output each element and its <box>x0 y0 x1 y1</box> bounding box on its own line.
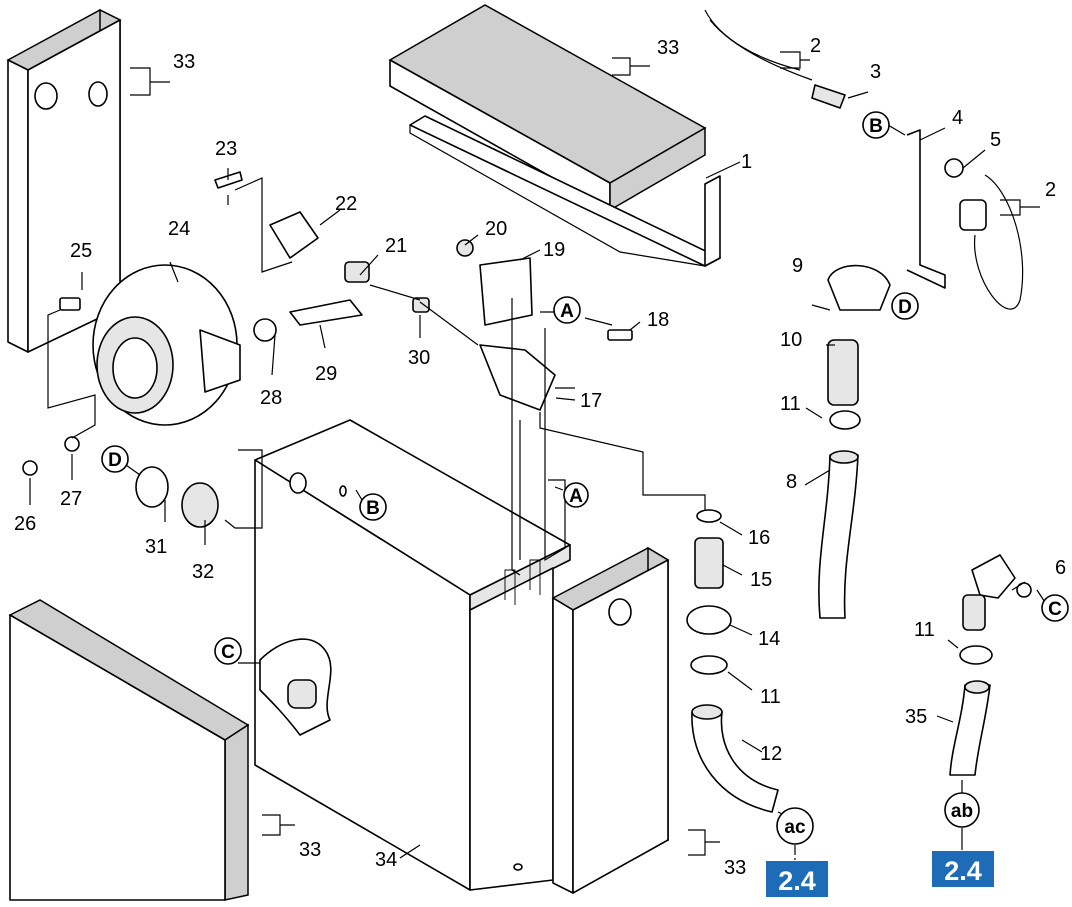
page-ref-right[interactable]: 2.4 <box>932 851 994 887</box>
marker-b-lower: B <box>359 493 387 521</box>
marker-c-right: C <box>1041 594 1069 622</box>
part-number: 21 <box>385 235 407 257</box>
insulation-panel-left-top <box>6 8 122 353</box>
marker-ac: ac <box>776 807 814 845</box>
part-number: 33 <box>173 51 195 73</box>
part-number: 12 <box>760 743 782 765</box>
svg-text:2.4: 2.4 <box>778 866 816 896</box>
marker-a-lower: A <box>563 482 589 508</box>
part-number: 4 <box>952 107 963 129</box>
part-number: 20 <box>485 218 507 240</box>
insulation-panel-front-left <box>8 599 332 901</box>
part-number: 6 <box>1055 557 1066 579</box>
mounting-bracket <box>409 115 721 267</box>
part-number: 10 <box>780 329 802 351</box>
part-number: 25 <box>70 240 92 262</box>
part-number: 26 <box>14 513 36 535</box>
svg-text:C: C <box>221 642 235 663</box>
part-number: 33 <box>657 37 679 59</box>
svg-text:ac: ac <box>784 817 806 838</box>
part-number: 15 <box>750 569 772 591</box>
part-number: 2 <box>810 35 821 57</box>
top-foam-block <box>388 4 707 212</box>
part-number: 3 <box>870 61 881 83</box>
part-number: 19 <box>543 239 565 261</box>
part-number: 17 <box>580 390 602 412</box>
part-number: 31 <box>145 536 167 558</box>
svg-text:B: B <box>366 498 380 519</box>
svg-text:D: D <box>898 297 912 318</box>
part-number: 16 <box>748 527 770 549</box>
small-parts-left <box>22 171 633 528</box>
part-number: 29 <box>315 363 337 385</box>
leader-lines <box>29 51 1051 860</box>
part-number: 27 <box>60 488 82 510</box>
marker-d-left: D <box>101 445 129 473</box>
part-number: 34 <box>375 849 397 871</box>
part-number: 8 <box>786 471 797 493</box>
insulation-panel-front-right <box>551 546 670 894</box>
part-number: 11 <box>780 393 801 415</box>
part-number: 11 <box>914 619 935 641</box>
part-number: 1 <box>741 151 752 173</box>
part-number: 11 <box>760 686 781 708</box>
part-number: 24 <box>168 218 190 240</box>
marker-d-upper: D <box>891 292 919 320</box>
part-number: 32 <box>192 561 214 583</box>
connection-markers: A A B B C C D D <box>101 111 1069 845</box>
part-number: 23 <box>215 138 237 160</box>
plumbing-right <box>686 9 1032 813</box>
marker-a-upper: A <box>553 296 581 324</box>
tank <box>254 419 571 891</box>
svg-text:2.4: 2.4 <box>944 856 982 886</box>
marker-c-left: C <box>214 637 242 665</box>
part-number: 2 <box>1045 179 1056 201</box>
svg-text:D: D <box>108 450 122 471</box>
part-number: 30 <box>408 347 430 369</box>
svg-text:A: A <box>569 486 583 507</box>
part-number: 14 <box>758 628 780 650</box>
part-number: 5 <box>990 129 1001 151</box>
svg-text:B: B <box>869 116 883 137</box>
part-number: 18 <box>647 309 669 331</box>
part-number: 28 <box>260 387 282 409</box>
part-number: 22 <box>335 193 357 215</box>
marker-b-upper: B <box>862 111 890 139</box>
marker-ab: ab <box>944 792 980 828</box>
fan-assembly <box>92 264 241 426</box>
part-number-labels: 1 2 2 3 4 5 6 8 9 10 11 11 11 12 14 15 1… <box>14 35 1066 879</box>
svg-text:A: A <box>560 301 574 322</box>
part-number: 33 <box>299 839 321 861</box>
svg-text:ab: ab <box>951 801 973 822</box>
part-number: 9 <box>792 255 803 277</box>
svg-text:C: C <box>1048 599 1062 620</box>
page-ref-left[interactable]: 2.4 <box>766 861 828 897</box>
part-number: 35 <box>905 706 927 728</box>
part-number: 33 <box>724 857 746 879</box>
